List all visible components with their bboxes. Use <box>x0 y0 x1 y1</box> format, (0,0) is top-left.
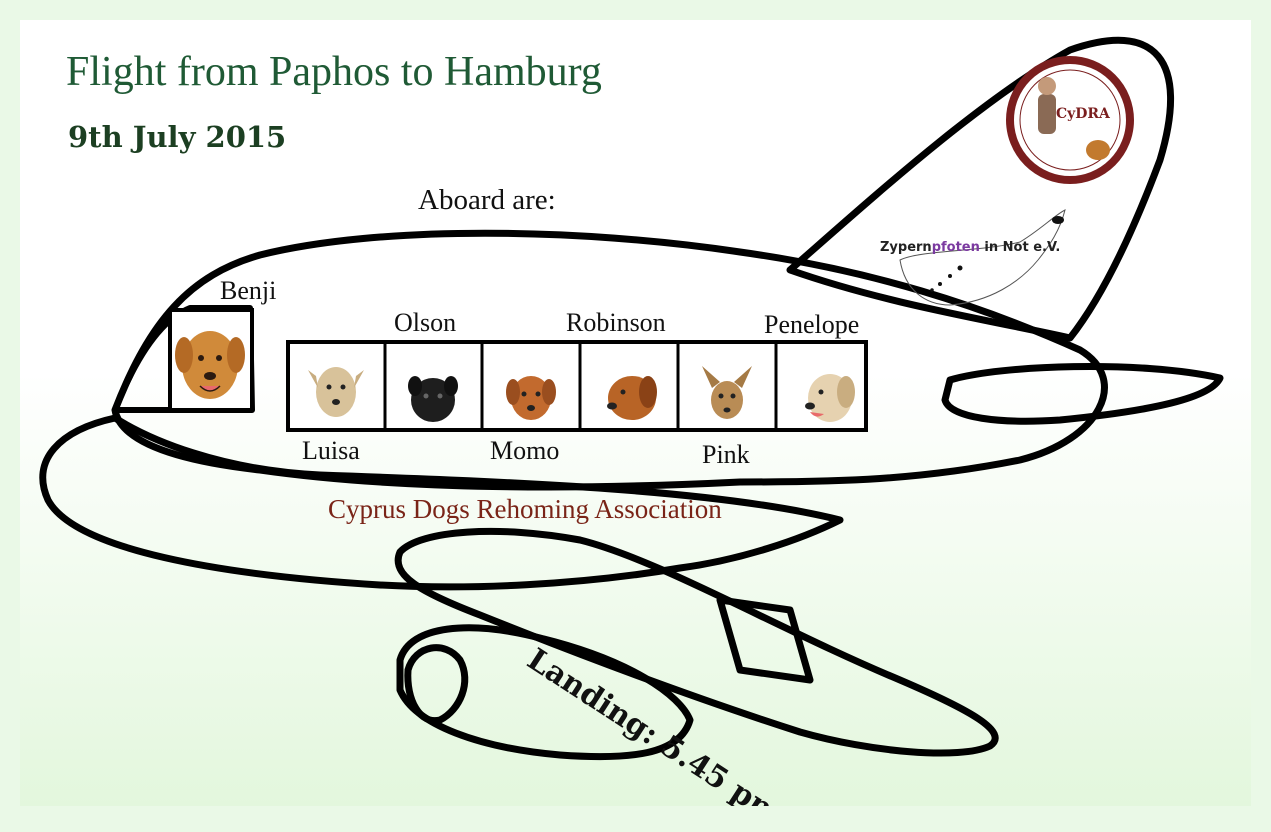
dog-name-pink: Pink <box>702 440 750 469</box>
flight-date: 9th July 2015 <box>68 120 287 154</box>
association-name: Cyprus Dogs Rehoming Association <box>328 494 722 524</box>
pink-photo <box>702 366 752 419</box>
olson-photo <box>408 376 458 422</box>
zypernpfoten-logo-text: Zypernpfoten in Not e.V. <box>880 240 1060 255</box>
right-stabilizer-outline <box>941 363 1224 425</box>
dog-name-benji: Benji <box>220 276 277 305</box>
cydra-logo <box>1006 56 1134 184</box>
airplane-drawing <box>39 36 1224 761</box>
luisa-photo <box>308 367 364 417</box>
page-title: Flight from Paphos to Hamburg <box>66 49 602 95</box>
momo-photo <box>506 376 556 420</box>
engine-outline <box>396 624 694 761</box>
dog-name-robinson: Robinson <box>566 308 666 337</box>
engine-pylon-outline <box>716 596 814 684</box>
penelope-photo <box>805 374 855 422</box>
flight-poster: Flight from Paphos to Hamburg 9th July 2… <box>20 20 1251 806</box>
left-wing-outline <box>39 414 844 591</box>
dog-name-penelope: Penelope <box>764 310 860 339</box>
zyp-part2: pfoten <box>931 240 980 255</box>
dog-name-olson: Olson <box>394 308 457 337</box>
fuselage-outline <box>111 229 1108 491</box>
dog-window-strip <box>286 340 868 432</box>
dog-name-momo: Momo <box>490 436 560 465</box>
robinson-photo <box>607 376 657 420</box>
dog-name-luisa: Luisa <box>302 436 360 465</box>
zypernpfoten-map <box>899 209 1066 306</box>
zyp-part1: Zypern <box>880 240 932 255</box>
aboard-label: Aboard are: <box>418 184 556 216</box>
tail-fin-outline <box>786 36 1175 342</box>
zyp-part3: in Not e.V. <box>979 240 1061 255</box>
engine-intake-outline <box>404 644 469 725</box>
cydra-logo-text: CyDRA <box>1056 106 1110 122</box>
benji-photo <box>168 308 254 412</box>
